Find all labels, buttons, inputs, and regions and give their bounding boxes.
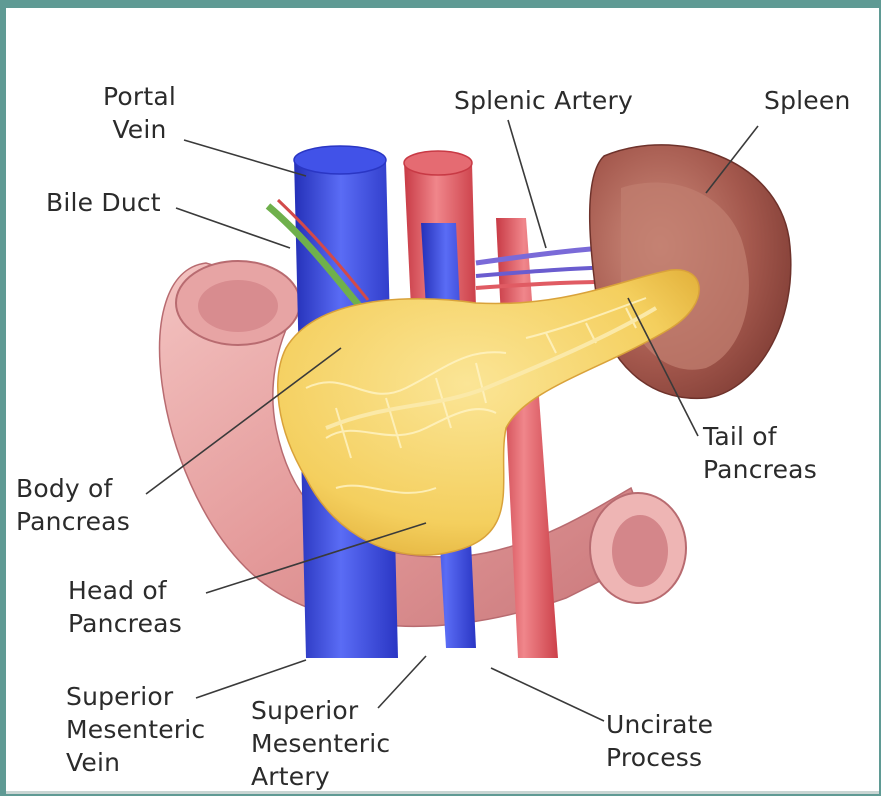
label-uncinate-process: Uncirate Process (606, 708, 713, 774)
label-body-of-pancreas: Body of Pancreas (16, 472, 130, 538)
label-bile-duct: Bile Duct (46, 186, 161, 219)
label-superior-mesenteric-artery: Superior Mesenteric Artery (251, 694, 390, 793)
label-head-of-pancreas: Head of Pancreas (68, 574, 182, 640)
diagram-frame: Portal Vein Bile Duct Splenic Artery Spl… (6, 8, 879, 794)
label-superior-mesenteric-vein: Superior Mesenteric Vein (66, 680, 205, 779)
label-splenic-artery: Splenic Artery (454, 84, 633, 117)
label-portal-vein: Portal Vein (103, 80, 176, 146)
label-tail-of-pancreas: Tail of Pancreas (703, 420, 817, 486)
label-spleen: Spleen (764, 84, 851, 117)
